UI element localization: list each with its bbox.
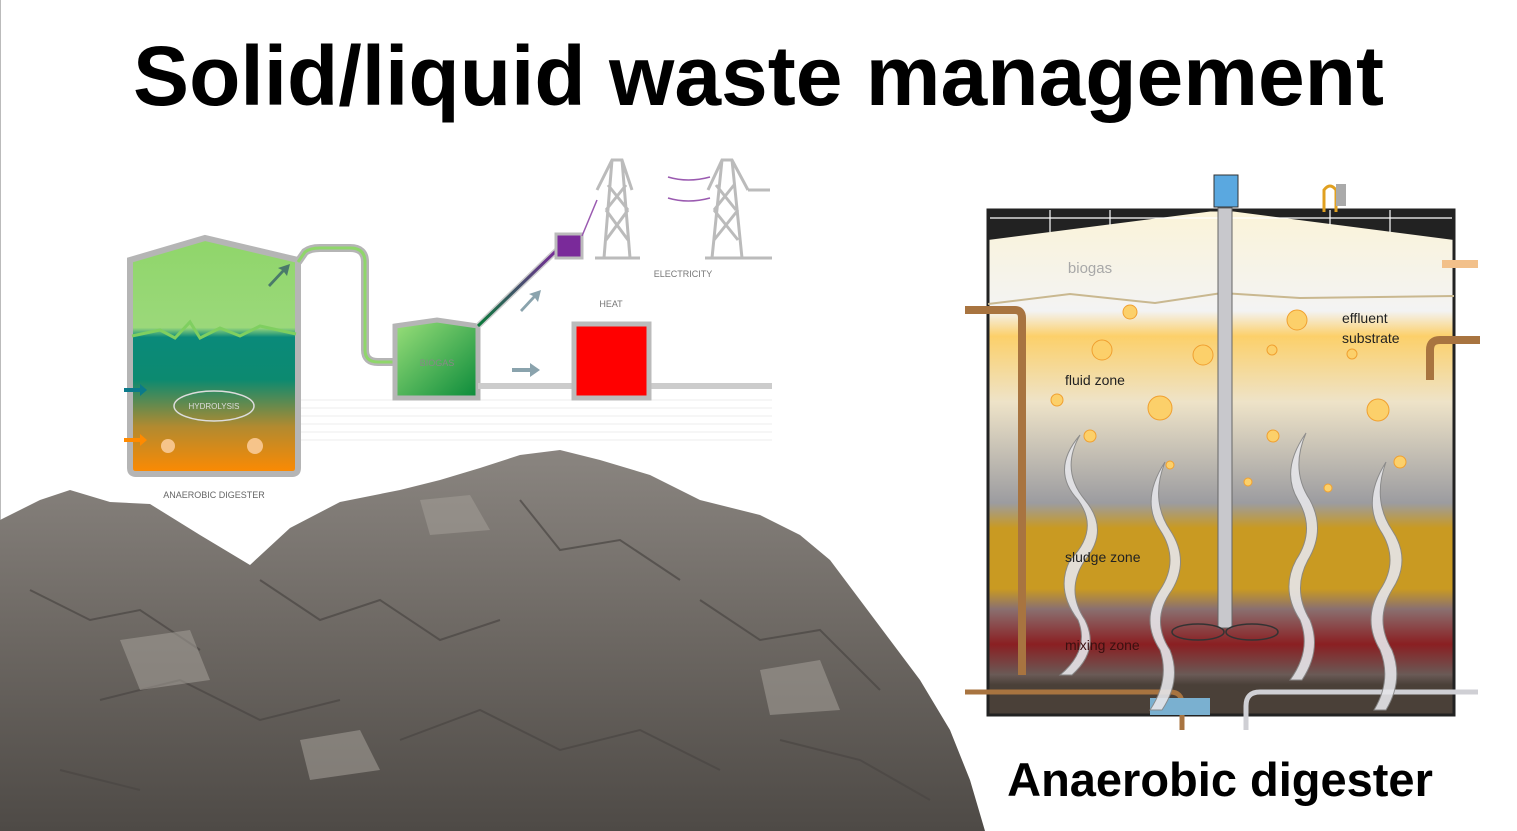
mixing-zone-label: mixing zone: [1065, 637, 1140, 653]
gas-pipe: [294, 244, 395, 366]
inlet-pipe: [965, 306, 1026, 675]
biogas-spirals: [1058, 432, 1403, 711]
biogas-tank: [392, 317, 481, 401]
substrate-label: substrate: [1342, 330, 1400, 346]
gas-bubbles: [1050, 304, 1407, 493]
anaerobic-digester-tank: HYDROLYSIS: [124, 234, 301, 477]
diagram-caption: Anaerobic digester: [1007, 753, 1433, 806]
effluent-label: effluent: [1342, 310, 1388, 326]
sludge-zone-label: sludge zone: [1065, 549, 1141, 565]
biogas-zone-label: biogas: [1068, 260, 1112, 277]
input-arrow-icon: [124, 384, 147, 396]
arrow-icon: [520, 290, 541, 312]
arrow-icon: [268, 264, 290, 287]
soil-pile-image: [0, 450, 985, 831]
hydrolysis-label: HYDROLYSIS: [189, 402, 240, 411]
power-tower-icon: [595, 158, 772, 260]
input-arrow-icon: [124, 434, 147, 446]
arrow-icon: [512, 363, 540, 377]
anaerobic-digester-label: ANAEROBIC DIGESTER: [163, 490, 265, 500]
heat-label: HEAT: [599, 299, 623, 309]
generator-box: [554, 232, 584, 260]
heat-box: [571, 321, 652, 401]
biogas-label: BIOGAS: [420, 358, 455, 368]
motor-icon: [1213, 174, 1239, 208]
electricity-label: ELECTRICITY: [654, 269, 713, 279]
slide-title: Solid/liquid waste management: [133, 29, 1384, 123]
slide-border: [0, 0, 1, 831]
biogas-flow-diagram: HYDROLYSIS ANAEROBIC DIGESTER BIOGAS ELE…: [124, 158, 772, 500]
mixer-shaft: [1217, 207, 1233, 629]
fluid-zone-label: fluid zone: [1065, 372, 1125, 388]
anaerobic-digester-diagram: biogas effluent substrate fluid zone slu…: [965, 174, 1480, 730]
outlet-pipe: [1426, 336, 1480, 380]
